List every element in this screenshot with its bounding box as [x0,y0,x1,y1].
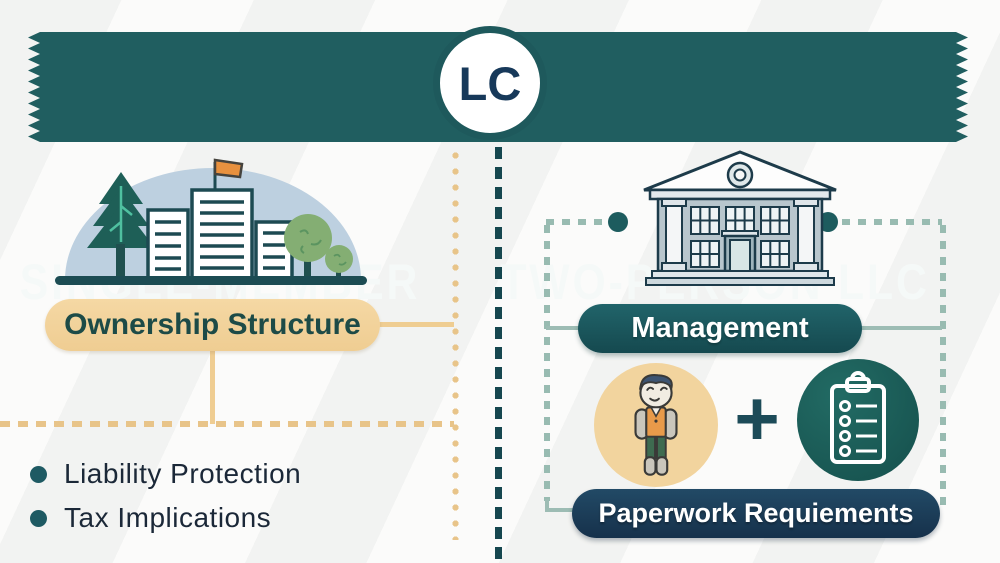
frame-top-right-dashes [842,219,942,225]
city-skyline-dome-icon [55,158,367,285]
bullet-dot-icon [30,465,47,483]
checklist-clipboard-icon [830,371,886,464]
member-person-badge [594,363,718,487]
checklist-badge [797,359,919,481]
frame-top-left-dashes [546,219,606,225]
list-item: Tax Implications [30,502,301,534]
ownership-structure-pill: Ownership Structure [45,299,380,351]
list-item: Liability Protection [30,458,301,490]
left-bullet-list: Liability Protection Tax Implications [30,458,301,534]
left-dashed-branch-line [0,421,454,427]
member-person-icon [634,374,678,476]
bullet-tax-label: Tax Implications [64,502,272,533]
classical-building-icon [643,150,837,286]
ownership-down-connector [210,350,215,424]
bullet-dot-icon [30,509,47,527]
frame-right-dashes [940,225,946,509]
frame-left-dashes [544,225,550,501]
bullet-liability-label: Liability Protection [64,458,302,489]
plus-icon: + [734,374,780,462]
ownership-right-connector [378,322,454,327]
management-pill: Management [578,304,862,353]
management-right-connector [860,326,942,330]
paperwork-left-connector [549,508,574,512]
left-dotted-divider-line [452,152,459,540]
management-left-connector [546,326,580,330]
center-divider-dashed-line [495,147,502,563]
paperwork-requirements-pill: Paperwork Requiements [572,489,940,538]
llc-badge: LC [433,26,547,140]
frame-dot-left [608,212,628,232]
